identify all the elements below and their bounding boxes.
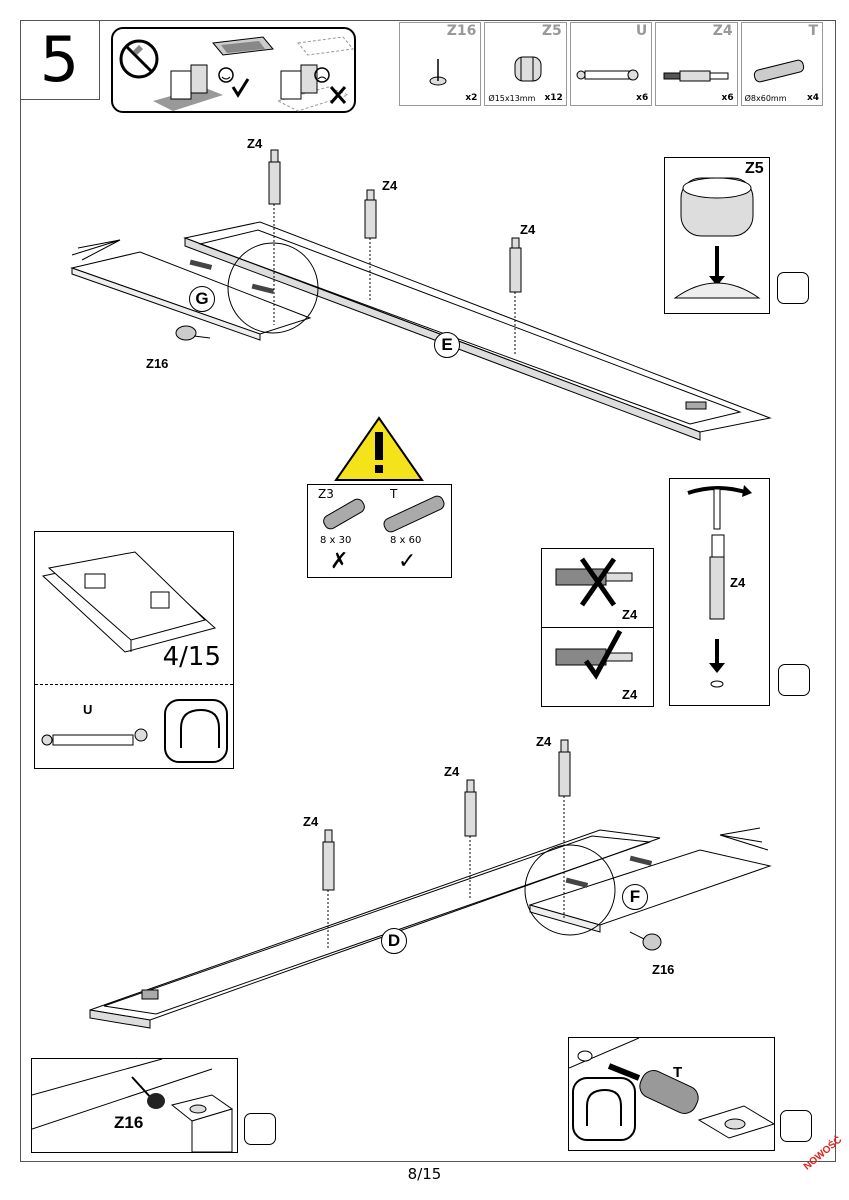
floor-protection-notice	[111, 27, 356, 113]
manual-reference-box: 4/15 U	[34, 531, 234, 769]
part-z16: Z16 x2	[399, 22, 482, 106]
panel-label: E	[434, 332, 460, 358]
dowel-warning-box: Z3 T 8 x 30 8 x 60 ✗ ✓	[307, 484, 452, 578]
parts-list: Z16 x2 Z5 Ø15x13mm x12 U x6 Z4 x6 T Ø8x6…	[399, 22, 824, 106]
page-frame	[20, 20, 836, 1162]
hand-press-icon	[777, 272, 809, 304]
part-u: U x6	[569, 22, 653, 106]
panel-label: G	[189, 286, 215, 312]
z4-orientation-check: Z4 Z4	[541, 548, 654, 707]
panel-label: F	[622, 884, 648, 910]
part-z5: Z5 Ø15x13mm x12	[484, 22, 567, 106]
wrong-mark: ✗	[330, 549, 349, 574]
z5-detail-box: Z5	[664, 157, 770, 314]
bolt-label: Z4	[444, 764, 460, 779]
z16-detail-box: Z16	[31, 1058, 238, 1153]
bolt-label: Z4	[382, 178, 398, 193]
hammer-icon	[780, 1110, 812, 1142]
glide-label: Z16	[146, 356, 169, 371]
dowel-t-detail-box: T	[568, 1037, 776, 1151]
allen-key-icon	[778, 664, 810, 696]
step-number: 5	[20, 20, 100, 100]
page-number: 8/15	[407, 1165, 442, 1183]
bolt-label: Z4	[303, 814, 319, 829]
z4-screw-detail: Z4	[669, 478, 770, 706]
part-t: T Ø8x60mm x4	[740, 22, 824, 106]
manual-page-ref: 4/15	[162, 642, 221, 672]
check-mark: ✓	[398, 549, 417, 574]
bolt-label: Z4	[247, 136, 263, 151]
part-z4: Z4 x6	[655, 22, 738, 106]
glide-label: Z16	[652, 962, 675, 977]
bolt-label: Z4	[536, 734, 552, 749]
hammer-icon	[244, 1113, 276, 1145]
bolt-label: Z4	[520, 222, 536, 237]
panel-label: D	[381, 928, 407, 954]
floor-protection-illustration	[119, 36, 354, 112]
